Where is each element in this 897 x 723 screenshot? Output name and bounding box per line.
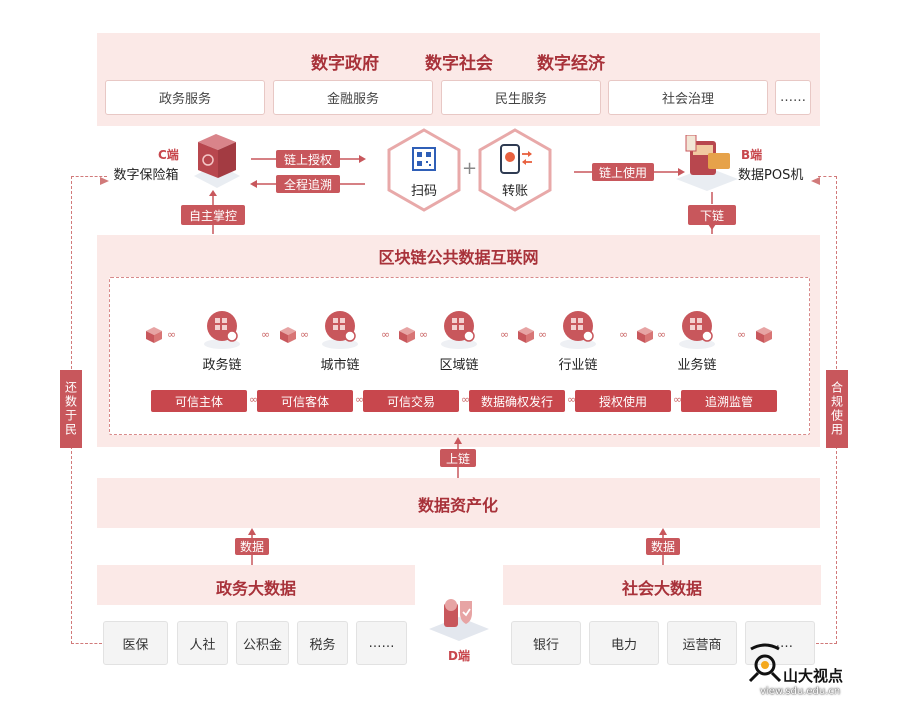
chain-label-industry: 行业链 (558, 358, 598, 373)
qr-code-icon (410, 145, 438, 173)
chain-link-icon: ∞ (261, 328, 271, 341)
cube-icon (279, 326, 297, 348)
chain-link-icon: ∞ (737, 328, 747, 341)
chain-link-icon: ∞ (461, 393, 471, 406)
assetize-title: 数据资产化 (417, 496, 498, 515)
chain-node-icon (318, 306, 362, 350)
chain-link-icon: ∞ (538, 328, 548, 341)
gov-data-band (97, 565, 415, 605)
plus-sign: + (462, 158, 478, 179)
chain-link-icon: ∞ (249, 393, 259, 406)
top-title-society: 数字社会 (425, 54, 493, 74)
safe-box-icon (190, 132, 244, 192)
right-flow-bottom (816, 643, 837, 644)
transfer-hexagon (477, 128, 553, 212)
down-arrow-b (706, 190, 718, 235)
gov-more-box: …… (356, 621, 407, 665)
sdu-logo-icon (748, 643, 782, 687)
right-flow-top (818, 176, 837, 177)
chain-link-icon: ∞ (355, 393, 365, 406)
carrier-box: 运营商 (667, 621, 737, 665)
livelihood-service-box: 民生服务 (441, 80, 601, 115)
return-data-tag: 还数于民 (60, 370, 82, 448)
watermark-url: view.sdu.edu.cn (760, 686, 841, 697)
tax-box: 税务 (297, 621, 348, 665)
chain-label-business: 业务链 (677, 358, 717, 373)
chain-label-region: 区域链 (439, 358, 479, 373)
b-end-tag: B端 (741, 148, 763, 162)
top-title-gov: 数字政府 (311, 54, 379, 74)
data-tag-right: 数据 (646, 538, 680, 555)
up-arrow-c (207, 190, 219, 235)
pos-machine-icon (672, 134, 742, 193)
chain-link-icon: ∞ (419, 328, 429, 341)
d-end-tag: D端 (448, 649, 470, 663)
social-governance-box: 社会治理 (608, 80, 768, 115)
up-chain-tag: 上链 (440, 449, 476, 467)
finance-service-box: 金融服务 (273, 80, 433, 115)
watermark-text: 山大视点 (783, 667, 844, 685)
trusted-transaction-button: 可信交易 (363, 390, 459, 412)
trace-supervision-button: 追溯监管 (681, 390, 777, 412)
authorized-use-button: 授权使用 (575, 390, 671, 412)
full-trace-tag: 全程追溯 (276, 175, 340, 193)
assetize-band (97, 478, 820, 528)
gov-service-box: 政务服务 (105, 80, 265, 115)
social-data-title: 社会大数据 (621, 579, 702, 598)
chain-label-city: 城市链 (320, 358, 360, 373)
self-control-tag: 自主掌控 (181, 205, 245, 225)
trusted-subject-button: 可信主体 (151, 390, 247, 412)
transfer-icon (499, 143, 533, 175)
left-flow-bottom (71, 643, 102, 644)
network-title: 区块链公共数据互联网 (378, 248, 539, 267)
c-end-tag: C端 (158, 148, 179, 162)
down-chain-tag: 下链 (688, 205, 736, 225)
cube-icon (755, 326, 773, 348)
chain-link-icon: ∞ (300, 328, 310, 341)
medical-insurance-box: 医保 (103, 621, 168, 665)
bank-box: 银行 (511, 621, 581, 665)
social-more-box: …… (745, 621, 815, 665)
chain-auth-tag: 链上授权 (276, 150, 340, 168)
top-title-economy: 数字经济 (537, 54, 605, 74)
transfer-label: 转账 (501, 184, 528, 199)
c-end-name: 数字保险箱 (113, 168, 179, 183)
chain-link-icon: ∞ (500, 328, 510, 341)
housing-fund-box: 公积金 (236, 621, 289, 665)
scan-label: 扫码 (410, 184, 437, 199)
cube-icon (517, 326, 535, 348)
chain-link-icon: ∞ (167, 328, 177, 341)
chain-link-icon: ∞ (619, 328, 629, 341)
chain-label-gov: 政务链 (202, 358, 242, 373)
left-flow-arrowhead (100, 171, 110, 190)
d-end-icon (426, 597, 492, 643)
chain-link-icon: ∞ (567, 393, 577, 406)
chain-node-icon (437, 306, 481, 350)
chain-node-icon (200, 306, 244, 350)
more-box: …… (775, 80, 811, 115)
cube-icon (398, 326, 416, 348)
chain-node-icon (675, 306, 719, 350)
social-security-box: 人社 (177, 621, 228, 665)
compliant-use-tag: 合规使用 (826, 370, 848, 448)
gov-data-title: 政务大数据 (215, 579, 296, 598)
left-flow-top (71, 176, 107, 177)
data-tag-left: 数据 (235, 538, 269, 555)
social-data-band (503, 565, 821, 605)
chain-link-icon: ∞ (657, 328, 667, 341)
power-box: 电力 (589, 621, 659, 665)
trusted-object-button: 可信客体 (257, 390, 353, 412)
cube-icon (145, 326, 163, 348)
chain-node-icon (556, 306, 600, 350)
chain-link-icon: ∞ (673, 393, 683, 406)
b-end-name: 数据POS机 (738, 168, 804, 183)
chain-link-icon: ∞ (381, 328, 391, 341)
data-rights-button: 数据确权发行 (469, 390, 565, 412)
chain-use-tag: 链上使用 (592, 163, 654, 181)
right-flow-arrowhead (811, 171, 821, 190)
cube-icon (636, 326, 654, 348)
